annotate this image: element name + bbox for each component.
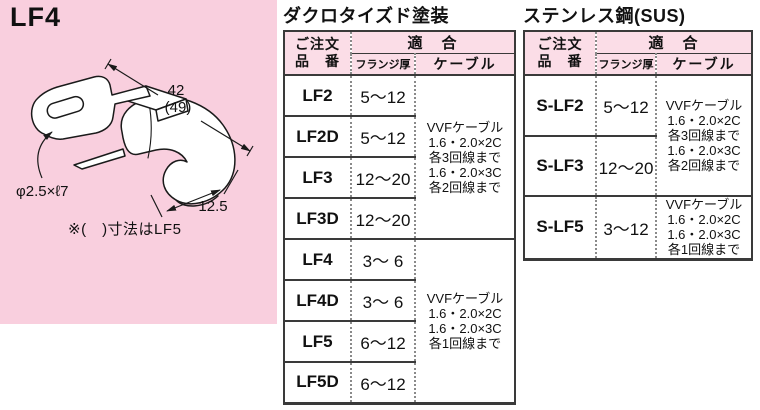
model-cell: S-LF3 <box>524 135 596 196</box>
model-cell: LF4D <box>284 279 351 321</box>
flange-cell: 5〜12 <box>350 115 415 157</box>
model-cell: S-LF2 <box>524 74 596 136</box>
sus-spec-table: ご注文 品 番 適 合 フランジ厚 ケーブル S-LF2 5〜12 VVFケーブ… <box>523 30 753 261</box>
flange-cell: 5〜12 <box>350 74 415 116</box>
flange-cell: 3〜12 <box>595 195 656 259</box>
table-row: LF5 6〜12 <box>284 320 515 362</box>
table-row: LF4D 3〜 6 <box>284 279 515 321</box>
dacro-header-order: ご注文 品 番 <box>284 31 351 75</box>
cable-line: 各1回線まで <box>667 242 741 258</box>
cable-line: 各1回線まで <box>428 335 502 351</box>
flange-cell: 6〜12 <box>350 320 415 362</box>
flange-cell: 3〜 6 <box>350 238 415 280</box>
cable-line: VVFケーブル <box>665 98 743 113</box>
model-cell: S-LF5 <box>524 195 596 259</box>
cable-line: 1.6・2.0×3C <box>667 143 741 158</box>
model-cell: LF4 <box>284 238 351 280</box>
cable-line: VVFケーブル <box>426 290 504 306</box>
cable-line: 1.6・2.0×3C <box>667 227 741 243</box>
table-row: LF3D 12〜20 <box>284 197 515 239</box>
model-cell: LF2D <box>284 115 351 157</box>
model-cell: LF3 <box>284 156 351 198</box>
cable-line: 各3回線まで <box>667 128 741 143</box>
cable-spec-cell: VVFケーブル 1.6・2.0×2C 各3回線まで 1.6・2.0×3C 各2回… <box>655 74 752 196</box>
cable-spec-cell: VVFケーブル 1.6・2.0×2C 1.6・2.0×3C 各1回線まで <box>655 195 752 259</box>
cable-line: 各3回線まで <box>428 149 502 165</box>
dacro-header-order-line1: ご注文 <box>295 36 340 52</box>
product-model-title: LF4 <box>10 2 62 32</box>
cable-line: 1.6・2.0×2C <box>667 113 741 128</box>
table-row: LF2D 5〜12 <box>284 115 515 157</box>
flange-cell: 12〜20 <box>350 156 415 198</box>
dacro-section: ダクロタイズド塗装 ご注文 品 番 適 合 フランジ厚 ケーブル LF2 5〜1… <box>283 5 517 405</box>
clamp-prong <box>73 148 126 170</box>
dim-width-lines <box>150 169 239 218</box>
flange-cell: 6〜12 <box>350 361 415 403</box>
clamp-step-face <box>155 98 189 122</box>
sus-section: ステンレス鋼(SUS) ご注文 品 番 適 合 フランジ厚 ケーブル S-LF2… <box>523 5 755 261</box>
cable-line: 1.6・2.0×3C <box>428 320 502 336</box>
sus-header-order: ご注文 品 番 <box>524 31 596 75</box>
sus-header-order-line1: ご注文 <box>537 36 583 52</box>
product-panel: 42 (49) 12.5 φ2.5×ℓ7 LF4 ※( )寸法はLF5 <box>0 0 277 324</box>
sus-header-cable: ケーブル <box>655 53 752 75</box>
cable-line: 1.6・2.0×2C <box>667 212 741 228</box>
table-row: LF4 3〜 6 VVFケーブル 1.6・2.0×2C 1.6・2.0×3C 各… <box>284 238 515 403</box>
clamp-technical-drawing: 42 (49) 12.5 φ2.5×ℓ7 <box>16 58 254 218</box>
dimension-note: ※( )寸法はLF5 <box>68 221 182 238</box>
cable-line: 各2回線まで <box>428 179 502 195</box>
sus-section-title: ステンレス鋼(SUS) <box>523 6 686 26</box>
cable-line: 1.6・2.0×2C <box>428 305 502 321</box>
model-cell: LF5 <box>284 320 351 362</box>
cable-line: 1.6・2.0×3C <box>428 164 502 180</box>
dacro-header-flange: フランジ厚 <box>350 53 415 75</box>
model-cell: LF3D <box>284 197 351 239</box>
sus-header-fit: 適 合 <box>595 31 752 54</box>
table-row: LF3 12〜20 <box>284 156 515 198</box>
dacro-section-title: ダクロタイズド塗装 <box>283 6 449 26</box>
flange-cell: 12〜20 <box>350 197 415 239</box>
dim-length-lines <box>104 58 254 157</box>
dacro-header-cable: ケーブル <box>414 53 515 75</box>
dacro-spec-table: ご注文 品 番 適 合 フランジ厚 ケーブル LF2 5〜12 VVFケーブル … <box>283 30 516 405</box>
sus-header-flange: フランジ厚 <box>595 53 656 75</box>
table-row: LF5D 6〜12 <box>284 361 515 403</box>
table-row: S-LF3 12〜20 <box>524 135 752 196</box>
dim-hole-leader <box>37 131 53 179</box>
model-cell: LF5D <box>284 361 351 403</box>
table-row: S-LF5 3〜12 VVFケーブル 1.6・2.0×2C 1.6・2.0×3C… <box>524 195 752 259</box>
clamp-hook-plate <box>30 75 151 140</box>
dim-length-label: 42 <box>168 82 185 99</box>
cable-spec-cell: VVFケーブル 1.6・2.0×2C 各3回線まで 1.6・2.0×3C 各2回… <box>414 74 515 239</box>
dim-length-alt-label: (49) <box>165 99 192 116</box>
model-cell: LF2 <box>284 74 351 116</box>
flange-cell: 5〜12 <box>595 74 656 136</box>
dim-width-label: 12.5 <box>198 198 227 215</box>
cable-line: VVFケーブル <box>665 197 743 213</box>
dacro-header-fit: 適 合 <box>350 31 515 54</box>
cable-spec-cell: VVFケーブル 1.6・2.0×2C 1.6・2.0×3C 各1回線まで <box>414 238 515 403</box>
table-row: S-LF2 5〜12 VVFケーブル 1.6・2.0×2C 各3回線まで 1.6… <box>524 74 752 196</box>
cable-line: 各2回線まで <box>667 158 741 173</box>
cable-line: VVFケーブル <box>426 119 504 135</box>
cable-line: 1.6・2.0×2C <box>428 134 502 150</box>
clamp-slot-hole <box>46 95 85 119</box>
dim-hole-label: φ2.5×ℓ7 <box>16 183 69 200</box>
sus-header-order-line2: 品 番 <box>537 53 583 69</box>
flange-cell: 3〜 6 <box>350 279 415 321</box>
table-row: LF2 5〜12 VVFケーブル 1.6・2.0×2C 各3回線まで 1.6・2… <box>284 74 515 239</box>
dacro-header-order-line2: 品 番 <box>295 53 340 69</box>
flange-cell: 12〜20 <box>595 135 656 196</box>
